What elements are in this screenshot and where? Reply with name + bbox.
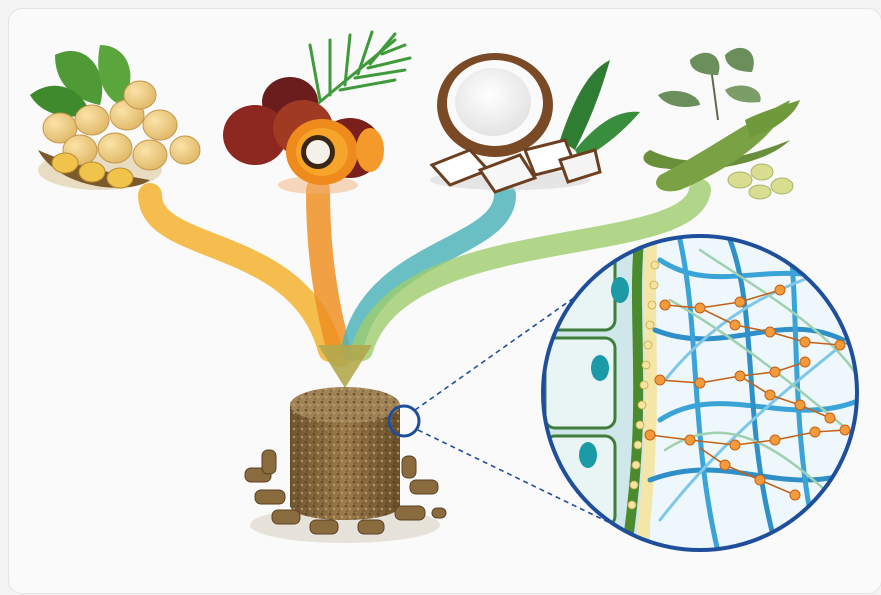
- coconut-icon: [430, 53, 640, 192]
- pea-pod-icon: [643, 48, 800, 199]
- palm-fruit-icon: [223, 32, 410, 194]
- pellet-block-icon: [245, 387, 446, 543]
- soybean-flow-arrow: [150, 195, 330, 350]
- soybean-icon: [30, 45, 200, 190]
- merged-arrowhead: [318, 345, 372, 388]
- magnified-structure-icon: [540, 230, 860, 560]
